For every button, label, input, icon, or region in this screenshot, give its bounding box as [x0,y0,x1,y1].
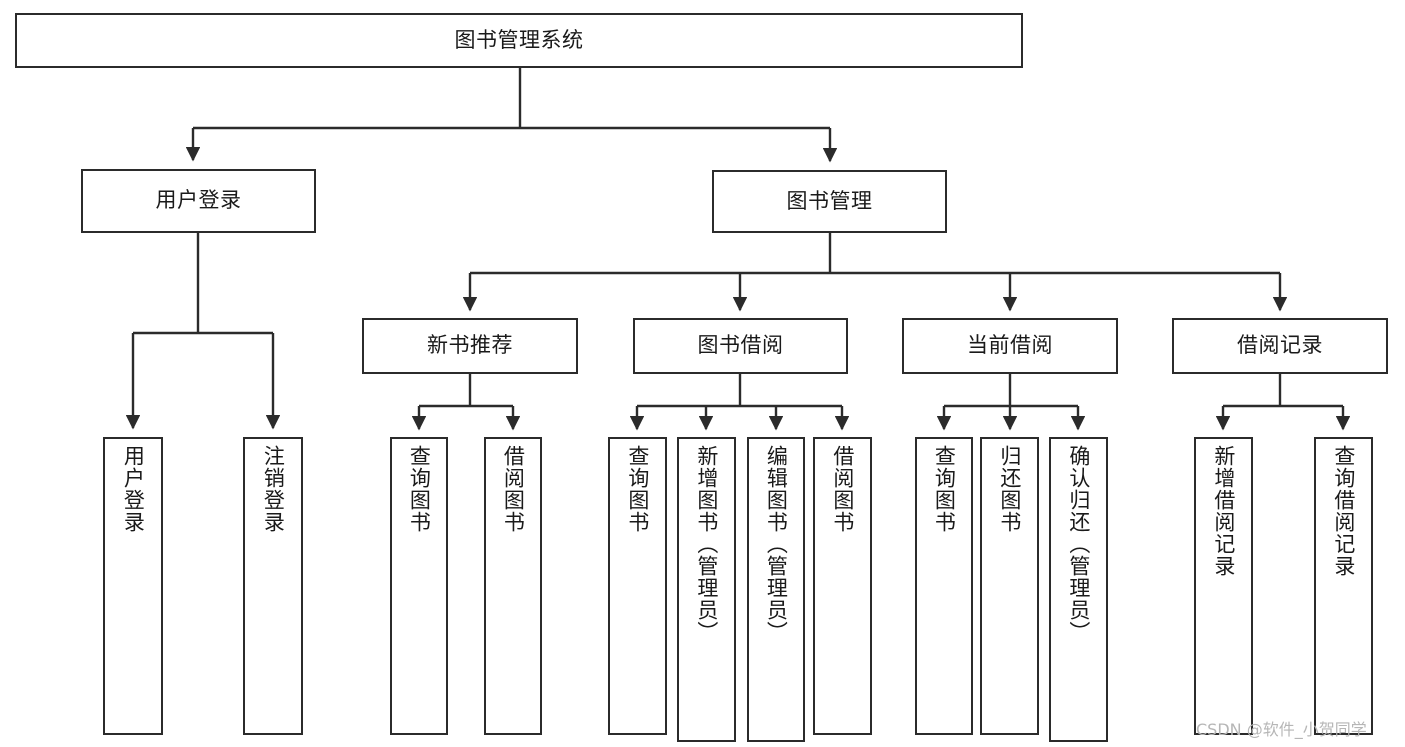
leaf-query-book-borrow-label: 查询图书 [625,445,650,533]
node-book-management-label: 图书管理 [786,188,873,213]
leaf-user-login[interactable]: 用户登录 [103,437,163,735]
leaf-return-book[interactable]: 归还图书 [980,437,1039,735]
node-new-book-recommend-label: 新书推荐 [427,333,513,358]
leaf-query-borrow-record-label: 查询借阅记录 [1331,445,1356,577]
node-book-borrow-label: 图书借阅 [697,333,784,358]
node-borrow-record[interactable]: 借阅记录 [1172,318,1388,374]
leaf-add-book-admin[interactable]: 新增图书（管理员） [677,437,736,742]
node-current-borrow[interactable]: 当前借阅 [902,318,1118,374]
node-new-book-recommend[interactable]: 新书推荐 [362,318,578,374]
leaf-logout[interactable]: 注销登录 [243,437,303,735]
node-user-login-label: 用户登录 [155,188,242,213]
leaf-borrow-book[interactable]: 借阅图书 [813,437,872,735]
leaf-borrow-book-recommend[interactable]: 借阅图书 [484,437,542,735]
leaf-user-login-label: 用户登录 [121,445,146,533]
leaf-edit-book-admin[interactable]: 编辑图书（管理员） [747,437,805,742]
leaf-borrow-book-recommend-label: 借阅图书 [501,445,526,533]
node-current-borrow-label: 当前借阅 [967,333,1053,358]
leaf-query-borrow-record[interactable]: 查询借阅记录 [1314,437,1373,735]
leaf-add-book-admin-label: 新增图书（管理员） [694,445,719,643]
leaf-edit-book-admin-label: 编辑图书（管理员） [764,445,789,643]
node-root-label: 图书管理系统 [454,27,584,52]
leaf-logout-label: 注销登录 [261,445,286,533]
leaf-add-borrow-record-label: 新增借阅记录 [1211,445,1236,577]
leaf-confirm-return-admin-label: 确认归还（管理员） [1066,445,1091,643]
node-book-borrow[interactable]: 图书借阅 [633,318,848,374]
leaf-query-book-current-label: 查询图书 [932,445,957,533]
node-root[interactable]: 图书管理系统 [15,13,1023,68]
leaf-query-book-current[interactable]: 查询图书 [915,437,973,735]
leaf-return-book-label: 归还图书 [997,445,1022,533]
leaf-add-borrow-record[interactable]: 新增借阅记录 [1194,437,1253,735]
leaf-query-book-recommend[interactable]: 查询图书 [390,437,448,735]
node-book-management[interactable]: 图书管理 [712,170,947,233]
leaf-borrow-book-label: 借阅图书 [830,445,855,533]
leaf-query-book-recommend-label: 查询图书 [407,445,432,533]
node-user-login[interactable]: 用户登录 [81,169,316,233]
leaf-query-book-borrow[interactable]: 查询图书 [608,437,667,735]
node-borrow-record-label: 借阅记录 [1237,333,1323,358]
leaf-confirm-return-admin[interactable]: 确认归还（管理员） [1049,437,1108,742]
